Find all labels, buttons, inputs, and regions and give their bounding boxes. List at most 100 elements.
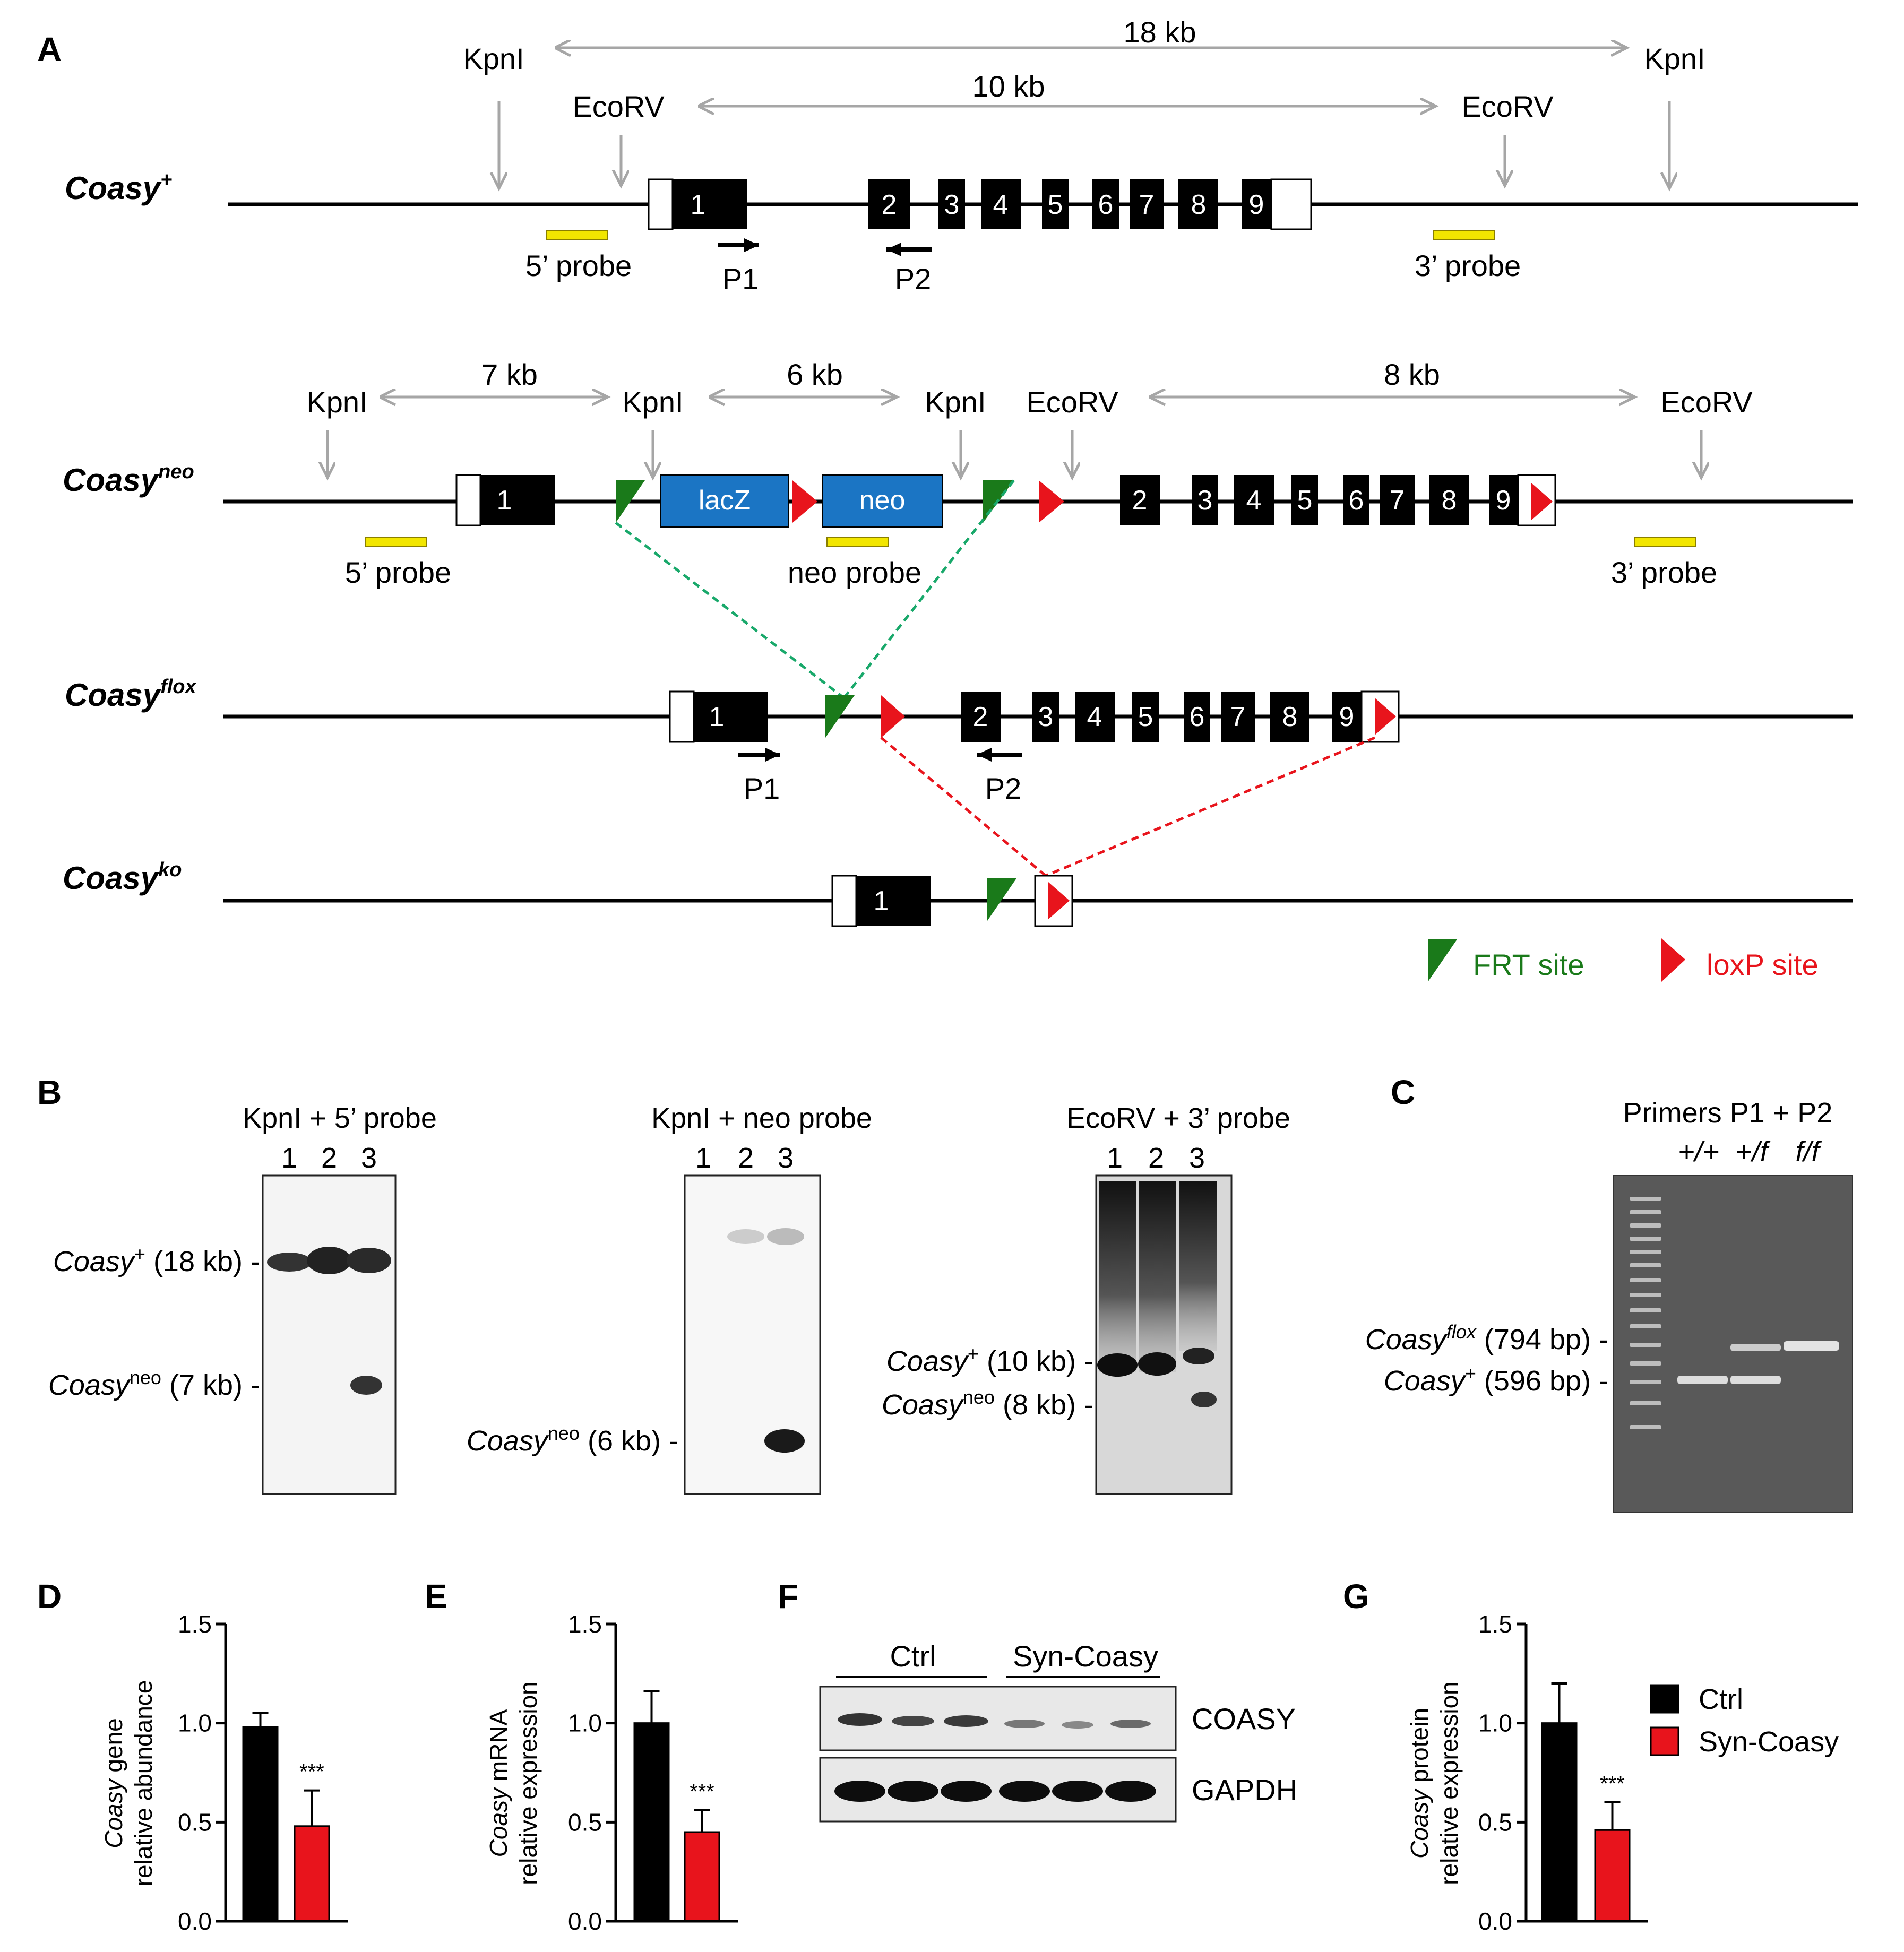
gel-ladder: [1630, 1197, 1661, 1429]
pcr-gel: C Primers P1 + P2 +/+ +/f f/f Coasyflox …: [1365, 1073, 1853, 1513]
lacz-label: lacZ: [699, 485, 751, 516]
neo-exon-9: [1489, 475, 1518, 525]
wb-coasy-band-1: [838, 1713, 882, 1726]
bar-ctrl: [242, 1726, 279, 1922]
legend-loxp-icon: [1661, 938, 1685, 982]
wt-exon-9: [1242, 179, 1271, 229]
neo-exon-6-label: 6: [1349, 485, 1364, 516]
blot1-band-label-neo: Coasyneo (7 kb) -: [48, 1367, 260, 1401]
neo-kpni-2: KpnI: [622, 385, 683, 419]
neo-kpni-3: KpnI: [925, 385, 986, 419]
blot3-smear-l1: [1099, 1181, 1136, 1372]
legend-syn-label: Syn-Coasy: [1699, 1726, 1839, 1758]
gel-band-het-794: [1730, 1344, 1781, 1351]
ladder-band: [1630, 1380, 1661, 1384]
blot3-band-label-wt: Coasy+ (10 kb) -: [886, 1343, 1093, 1377]
southern-blot-3: EcoRV + 3’ probe 1 2 3 Coasy+ (10 kb) - …: [882, 1102, 1290, 1495]
blot1-band-neo: [350, 1376, 382, 1395]
flox-exon-2: [961, 692, 1001, 742]
neo-kpni-1: KpnI: [306, 385, 367, 419]
wt-utr3: [1270, 178, 1312, 230]
blot3-band-label-neo: Coasyneo (8 kb) -: [882, 1386, 1093, 1421]
y-tick-label: 1.0: [568, 1709, 602, 1737]
y-tick-label: 1.0: [1478, 1709, 1512, 1737]
southern-blot-2: KpnI + neo probe 1 2 3 Coasyneo (6 kb) -: [467, 1102, 872, 1495]
ladder-band: [1630, 1425, 1661, 1429]
pcr-lane-wt: +/+: [1678, 1136, 1719, 1168]
ladder-band: [1630, 1361, 1661, 1366]
panel-label-e: E: [425, 1577, 447, 1616]
ko-utr5: [831, 875, 857, 927]
bar-ctrl: [1541, 1722, 1578, 1922]
wt-exon-2-label: 2: [882, 189, 897, 220]
allele-label-ko: Coasyko: [63, 859, 182, 896]
cre-dash-right: [1045, 736, 1375, 877]
ko-exon-1: [856, 876, 931, 926]
blot2-bg-l3: [767, 1228, 804, 1245]
blot3-band-l3: [1183, 1348, 1214, 1364]
ko-loxp: [1048, 882, 1070, 919]
neo-ecorv-1: EcoRV: [1026, 385, 1118, 419]
wb-gapdh-band-5: [1052, 1781, 1103, 1802]
flox-primer-p1-label: P1: [744, 772, 780, 805]
blot3-smear-l3: [1179, 1181, 1217, 1351]
wt-exon-4: [981, 179, 1021, 229]
neo-box: [822, 474, 943, 528]
neo-exon-6: [1343, 475, 1369, 525]
wt-18kb-label: 18 kb: [1124, 15, 1196, 49]
flox-loxp-1: [881, 695, 905, 738]
neo-loxp-3: [1531, 483, 1553, 520]
panel-label-d: D: [37, 1577, 62, 1616]
wt-exon-1-label: 1: [691, 189, 706, 220]
neo-exon-3-label: 3: [1197, 485, 1213, 516]
pcr-lane-het: +/f: [1735, 1136, 1771, 1168]
bar-syn-coasy: [1594, 1829, 1631, 1922]
gel-band-flox-794: [1784, 1341, 1839, 1351]
flox-exon-5-label: 5: [1138, 702, 1153, 732]
neo-exon-5: [1291, 475, 1318, 525]
blot3-band-l1: [1097, 1353, 1138, 1377]
ladder-band: [1630, 1237, 1661, 1241]
blot1-band-l1: [267, 1253, 312, 1272]
neo-loxp-1: [792, 480, 817, 523]
flox-primer-p2-label: P2: [985, 772, 1022, 805]
neo-exon-8-label: 8: [1442, 485, 1457, 516]
blot3-band-l2: [1138, 1352, 1176, 1376]
flox-frt: [825, 695, 855, 738]
wt-exon-2: [868, 179, 910, 229]
wb-row-gapdh: GAPDH: [1192, 1773, 1297, 1807]
site-legend: FRT site loxP site: [1428, 938, 1819, 982]
pcr-lane-flox: f/f: [1795, 1136, 1822, 1168]
wt-5-probe-label: 5’ probe: [525, 249, 632, 282]
flox-exon-5: [1132, 692, 1159, 742]
wt-kpni-right: KpnI: [1644, 42, 1705, 75]
wt-exon-3-label: 3: [944, 189, 960, 220]
neo-loxp-2: [1039, 480, 1064, 523]
panel-label-a: A: [37, 30, 62, 68]
pcr-band-label-flox: Coasyflox (794 bp) -: [1365, 1321, 1608, 1355]
ko-frt: [987, 878, 1016, 921]
blot1-band-l2: [307, 1247, 351, 1274]
y-axis-label: Coasy proteinrelative expression: [1406, 1681, 1463, 1885]
blot1-title: KpnI + 5’ probe: [243, 1102, 437, 1134]
blot2-band-neo: [764, 1429, 805, 1453]
neo-7kb-label: 7 kb: [481, 358, 538, 391]
legend-ctrl-label: Ctrl: [1699, 1683, 1743, 1715]
y-tick-label: 1.5: [568, 1610, 602, 1638]
wt-exon-3: [938, 179, 965, 229]
flox-exon-7-label: 7: [1230, 702, 1246, 732]
neo-exon-1-label: 1: [497, 485, 512, 516]
gel-band-wt-596: [1677, 1376, 1728, 1384]
wt-exon-5-label: 5: [1048, 189, 1063, 220]
blot2-lane-3: 3: [778, 1142, 794, 1174]
significance-mark: ***: [690, 1780, 714, 1803]
y-tick-label: 1.5: [1478, 1610, 1512, 1638]
cre-dash-left: [880, 737, 1047, 877]
wt-exon-6: [1092, 179, 1119, 229]
wt-exon-8-label: 8: [1191, 189, 1207, 220]
flox-exon-8-label: 8: [1282, 702, 1298, 732]
wb-group-syn: Syn-Coasy: [1013, 1639, 1158, 1673]
wt-3-probe-bar: [1433, 230, 1495, 240]
